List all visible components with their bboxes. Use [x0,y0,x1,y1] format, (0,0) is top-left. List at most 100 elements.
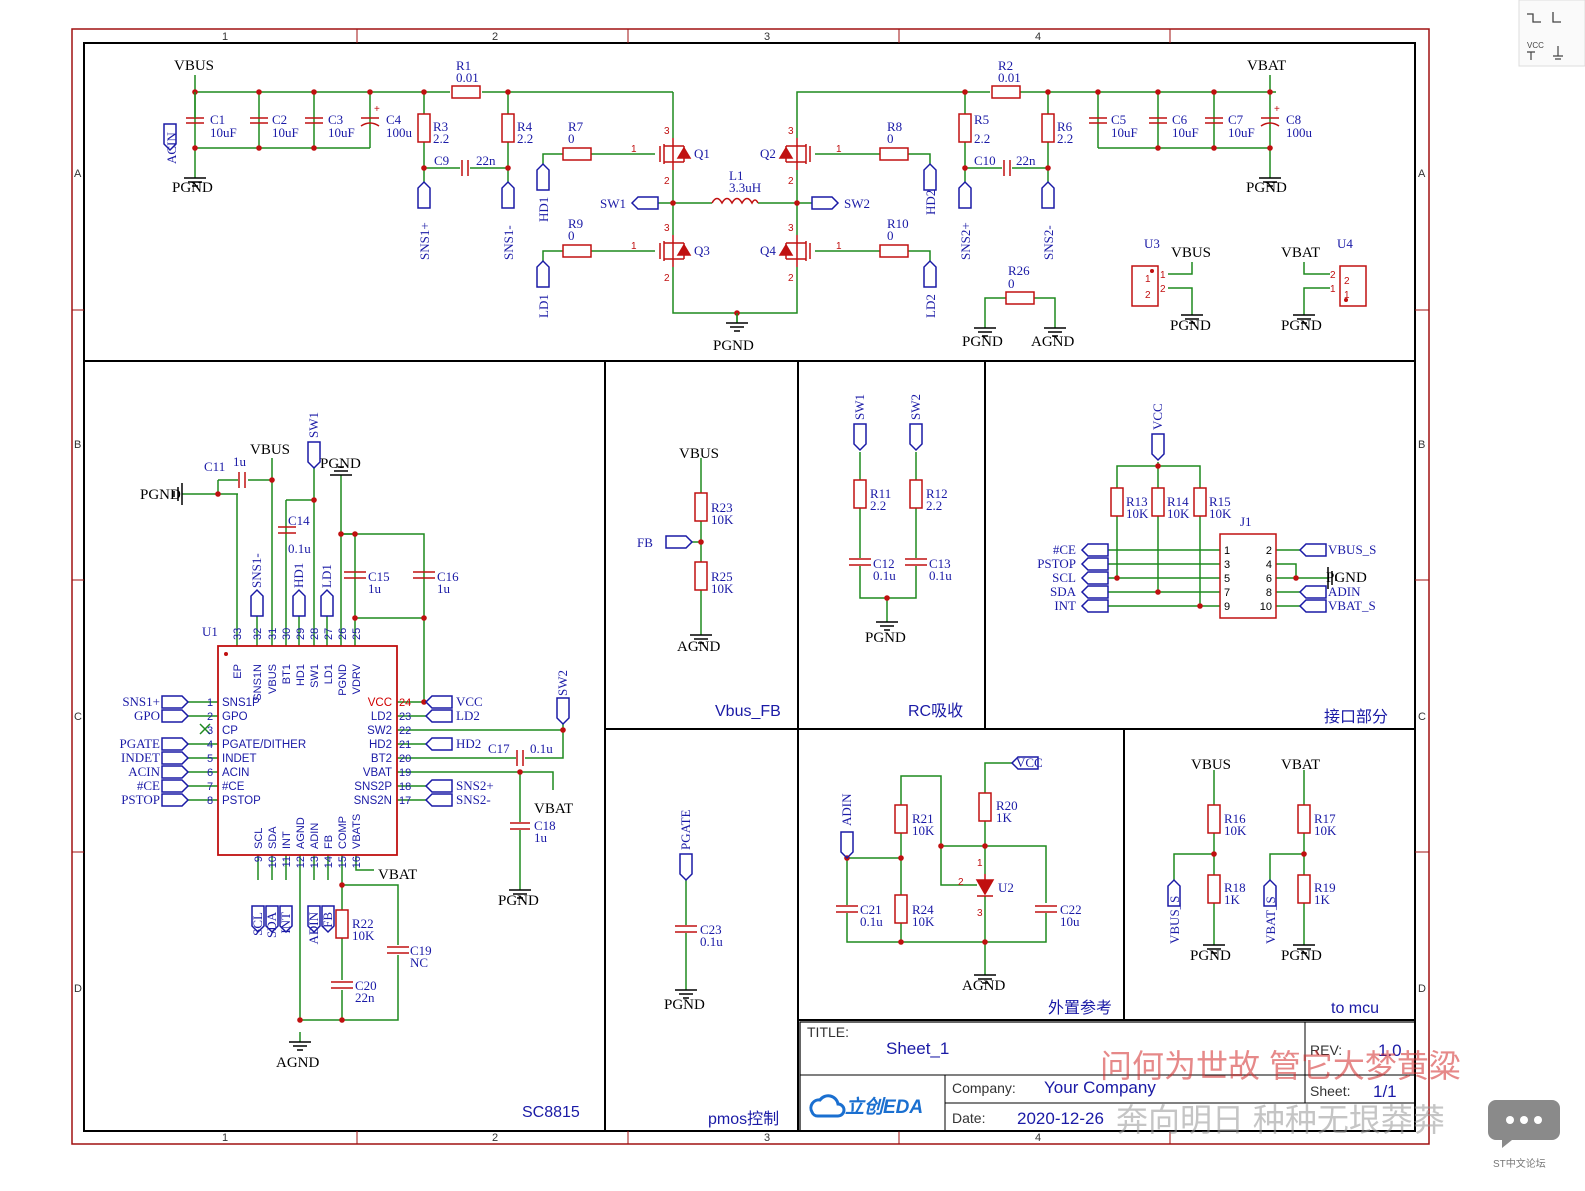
date-value: 2020-12-26 [1017,1109,1104,1128]
j1-net-left-4: INT [1054,598,1076,613]
u1-net-bottom-3: ADIN [306,911,321,944]
u1-pin-name-bottom-0: SCL [253,828,265,849]
u1-pin-name-top-1: SNS1N [252,664,264,701]
ref-r17: R17 [1314,811,1336,826]
section-title-rc: RC吸收 [908,702,963,720]
ref-r18: R18 [1224,880,1246,895]
polarity-c8: + [1274,104,1280,115]
section-title-vbus-fb: Vbus_FB [715,703,781,720]
u1-pin-num-top-4: 29 [295,628,307,640]
u3-body [1131,265,1159,307]
j1-pin-left-1: 3 [1224,559,1230,571]
u1-pin-name-right-5: VBAT [363,767,392,779]
net-vcc-iface: VCC [1150,403,1165,430]
row-label-d: D [74,983,82,995]
ref-r14: R14 [1167,494,1189,509]
u1-pin-name-right-1: LD2 [371,711,392,723]
u1-net-bottom-1: SDA [264,911,279,938]
net-vbat-top: VBAT [1247,58,1286,74]
watermark-line-2: 奔向明日 种种无垠莽莽 [1116,1102,1445,1138]
forum-badge[interactable]: ST中文论坛 [1488,1100,1560,1170]
u1-pin-num-bottom-1: 10 [267,856,279,868]
ref-q2: Q2 [760,146,776,161]
j1-net-right-2: PGND [1326,570,1367,586]
pin-q3-1: 1 [631,241,637,252]
pmos-section: PGND PGATE C23 0.1u [664,809,723,1013]
col-label-3: 3 [764,31,770,43]
u1-pin-num-top-8: 25 [351,628,363,640]
val-c10: 22n [1016,153,1036,168]
u1-net-right-1: LD2 [456,708,480,723]
ref-r16: R16 [1224,811,1246,826]
gnd-tool-icon[interactable] [1553,46,1563,60]
pin-u3-in-2: 2 [1145,290,1151,301]
vcc-tool-icon[interactable] [1527,51,1535,60]
col-label-1: 1 [222,31,228,43]
ext-ref-section: AGND VCC ADIN R20 1K R21 10K R24 10K C21… [836,755,1082,994]
u1-pin-num-bottom-3: 12 [295,856,307,868]
pin-u2-3: 3 [977,908,983,919]
val-c5: 10uF [1111,125,1138,140]
u1-pin-num-bottom-2: 11 [281,856,293,867]
net-pgnd-3: PGND [713,338,754,354]
val-r19: 1K [1314,892,1331,907]
j1-net-left-1: PSTOP [1037,556,1076,571]
ref-c21: C21 [860,902,882,917]
u1-pin-name-bottom-3: AGND [295,817,307,849]
pin-u3-2: 2 [1160,284,1166,295]
u1-pin-num-right-0: 24 [399,697,411,709]
net-sns2p-top: SNS2+ [958,222,973,260]
j1-net-right-3: ADIN [1328,584,1361,599]
lceda-logo: 立创EDA [809,1094,923,1118]
u1-pin-num-top-1: 32 [252,628,264,640]
rc-section: PGND SW1 SW2 R11 2.2 R12 2.2 C12 0.1u C1… [849,394,952,646]
ref-c6: C6 [1172,112,1188,127]
ref-r6: R6 [1057,119,1073,134]
rev-value: 1.0 [1378,1041,1402,1060]
j1-pin-right-3: 8 [1266,587,1272,599]
section-title-ref: 外置参考 [1048,999,1112,1017]
ref-r12: R12 [926,486,948,501]
net-pgnd-4: PGND [962,334,1003,350]
u1-pin-name-left-6: #CE [222,781,245,793]
val-c16: 1u [437,581,451,596]
company-value: Your Company [1044,1078,1156,1097]
u1-net-bottom-2: INT [278,912,293,934]
ref-c3: C3 [328,112,343,127]
company-label: Company: [952,1080,1016,1096]
rev-label: REV: [1310,1042,1342,1058]
val-r11: 2.2 [870,498,886,513]
val-c1: 10uF [210,125,237,140]
ref-c2: C2 [272,112,287,127]
u1-pin-name-top-3: BT1 [281,664,293,684]
row-label-b: B [74,439,81,451]
net-pgnd-u4: PGND [1281,318,1322,334]
val-c14: 0.1u [288,541,311,556]
bus-tool-icon[interactable] [1552,12,1561,23]
ref-c8: C8 [1286,112,1301,127]
vbus-fb-section: VBUS AGND FB R23 10K R25 10K [637,446,734,655]
u1-pin-num-left-0: 1 [207,697,213,709]
net-vbus-mcu: VBUS [1191,757,1231,773]
wire-tool-icon[interactable] [1527,13,1541,23]
u1-pin-name-bottom-7: VBATS [351,814,363,849]
section-title-interface: 接口部分 [1324,708,1388,726]
vcc-tool-label[interactable]: VCC [1527,41,1544,50]
u1-net-left-7: PSTOP [121,792,160,807]
u1-pin-name-right-3: HD2 [369,739,392,751]
val-r20: 1K [996,810,1013,825]
net-agnd-u1: AGND [276,1055,319,1071]
j1-net-left-0: #CE [1053,542,1076,557]
val-c17: 0.1u [530,741,553,756]
net-pgnd-u1-top: PGND [320,456,361,472]
net-vbat-s-mcu: VBAT_S [1263,896,1278,944]
u1-pin-name-right-0: VCC [368,697,392,709]
j1-pin-right-4: 10 [1260,601,1272,613]
ref-r19: R19 [1314,880,1336,895]
net-agnd-fb: AGND [677,639,720,655]
u1-pin-num-left-3: 4 [207,739,213,751]
u1-pin-num-top-2: 31 [267,628,279,640]
toolbar-snippet[interactable]: VCC [1518,0,1585,67]
col-label-1-bottom: 1 [222,1132,228,1144]
